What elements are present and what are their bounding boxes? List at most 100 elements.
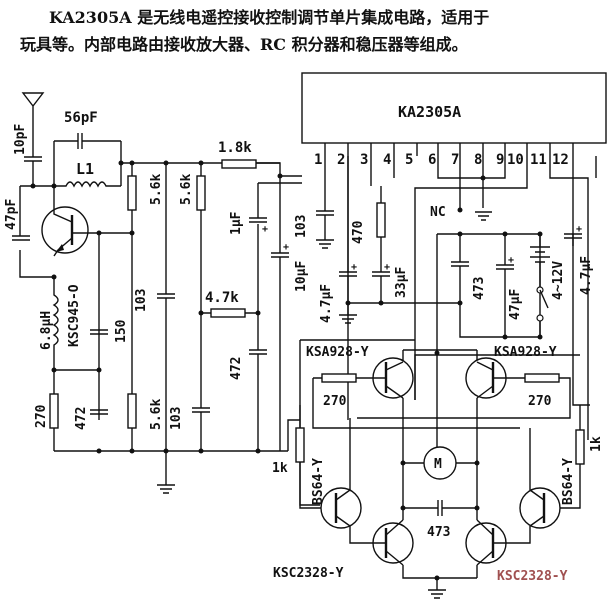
pin-12: 12 — [552, 152, 569, 168]
junction-dot — [320, 487, 362, 529]
component-label: + — [384, 262, 390, 273]
wire — [299, 339, 580, 506]
pin-9: 9 — [496, 152, 504, 168]
capacitor-150 — [90, 329, 108, 335]
wire — [385, 361, 404, 399]
description-line-1: KA2305A 是无线电遥控接收控制调节单片集成电路，适用于 — [49, 8, 490, 27]
resistor-5k6-c — [127, 393, 137, 429]
junction-dot — [519, 487, 561, 529]
component-label: 472 — [74, 407, 89, 430]
capacitor-47uf — [496, 234, 514, 337]
transistor-ksa928-left — [324, 357, 414, 399]
resistor-5k6-b — [196, 175, 206, 211]
wire — [312, 377, 520, 429]
ic-pins: 1 2 3 4 5 6 7 8 9 10 11 12 — [314, 143, 574, 168]
ground-main-icon — [157, 451, 175, 494]
component-label: 103 — [134, 289, 149, 312]
capacitor-473-bridge — [403, 500, 477, 516]
transistor-ksc945 — [41, 186, 100, 420]
wire — [54, 419, 300, 452]
junction-dot — [129, 448, 135, 454]
switch-icon — [539, 289, 549, 309]
resistor-4k7 — [210, 308, 246, 318]
component-label: 10pF — [13, 124, 28, 155]
description-line-2: 玩具等。内部电路由接收放大器、RC 积分器和稳压器等组成。 — [20, 35, 468, 54]
inductor-6u8h — [52, 277, 59, 370]
resistor-270-bl — [321, 373, 357, 383]
component-label: + — [508, 255, 514, 266]
wire — [476, 519, 531, 578]
motor-icon: M — [403, 446, 477, 480]
junction-dot — [41, 206, 89, 254]
component-label: 1.8k — [218, 140, 252, 156]
battery-icon — [530, 234, 550, 337]
component-label: 103 — [294, 215, 309, 238]
wire — [21, 92, 45, 145]
capacitor-103-pin1 — [316, 176, 334, 249]
ic-ka2305a: KA2305A — [301, 72, 607, 144]
pin-10: 10 — [507, 152, 524, 168]
wire — [256, 162, 302, 227]
component-label: 4.7k — [205, 290, 239, 306]
nc-label: NC — [430, 205, 446, 220]
transistor-ksc2328-right — [465, 519, 531, 578]
capacitor-10uf — [271, 227, 289, 451]
capacitor-472-mid — [249, 313, 267, 451]
component-label: 150 — [114, 319, 129, 343]
junction-dot — [480, 175, 486, 181]
wire — [555, 405, 581, 509]
component-label: 4~12V — [551, 261, 566, 300]
component-label: KSC945-O — [67, 284, 82, 347]
ground-bridge-icon — [428, 578, 446, 599]
component-label: 1μF — [229, 211, 244, 235]
pin-8: 8 — [474, 152, 482, 168]
component-label: KSC2328-Y — [497, 569, 568, 584]
component-label: L1 — [76, 160, 94, 178]
resistor-270-br — [524, 373, 560, 383]
wire — [402, 349, 478, 362]
component-label: 4.7μF — [579, 256, 594, 295]
ground-pin8-icon — [475, 211, 492, 221]
junction-dot — [198, 160, 204, 166]
transistor-bs64-right — [519, 428, 561, 529]
component-label: 5.6k — [179, 174, 194, 205]
junction-dot — [536, 314, 544, 322]
component-label: KSC2328-Y — [273, 566, 344, 581]
component-label: 103 — [169, 407, 184, 430]
wire — [301, 72, 607, 144]
capacitor-33uf — [372, 237, 390, 303]
component-label: 1k — [589, 436, 604, 452]
component-label: 47μF — [508, 289, 523, 320]
capacitor-1uf — [249, 182, 302, 313]
wire — [402, 398, 478, 520]
resistor-470 — [376, 202, 386, 238]
component-label: 473 — [472, 277, 487, 300]
transistor-ksa928-right — [465, 357, 525, 399]
pin-1: 1 — [314, 152, 322, 168]
pin-3: 3 — [360, 152, 368, 168]
resistor-5k6-a — [127, 175, 137, 211]
junction-dot — [255, 448, 261, 454]
capacitor-10pf — [24, 156, 42, 162]
wire — [347, 302, 460, 315]
pin-2: 2 — [337, 152, 345, 168]
component-label: 270 — [323, 394, 347, 409]
junction-dot — [129, 160, 135, 166]
component-label: KSA928-Y — [306, 345, 369, 360]
resistor-1k8 — [221, 159, 257, 169]
capacitor-472-left — [90, 409, 108, 415]
component-label: + — [283, 242, 289, 253]
capacitor-103-b — [192, 163, 210, 451]
wire — [56, 244, 64, 252]
component-label: 4.7μF — [319, 284, 334, 323]
junction-dot — [163, 160, 169, 166]
wire — [357, 377, 571, 419]
wire — [299, 405, 325, 509]
component-label: BS64-Y — [311, 458, 326, 505]
wire — [349, 519, 477, 579]
component-label: 10μF — [294, 261, 309, 292]
pin-5: 5 — [405, 152, 413, 168]
wire — [335, 418, 351, 527]
component-label: M — [434, 457, 442, 472]
pin-6: 6 — [428, 152, 436, 168]
